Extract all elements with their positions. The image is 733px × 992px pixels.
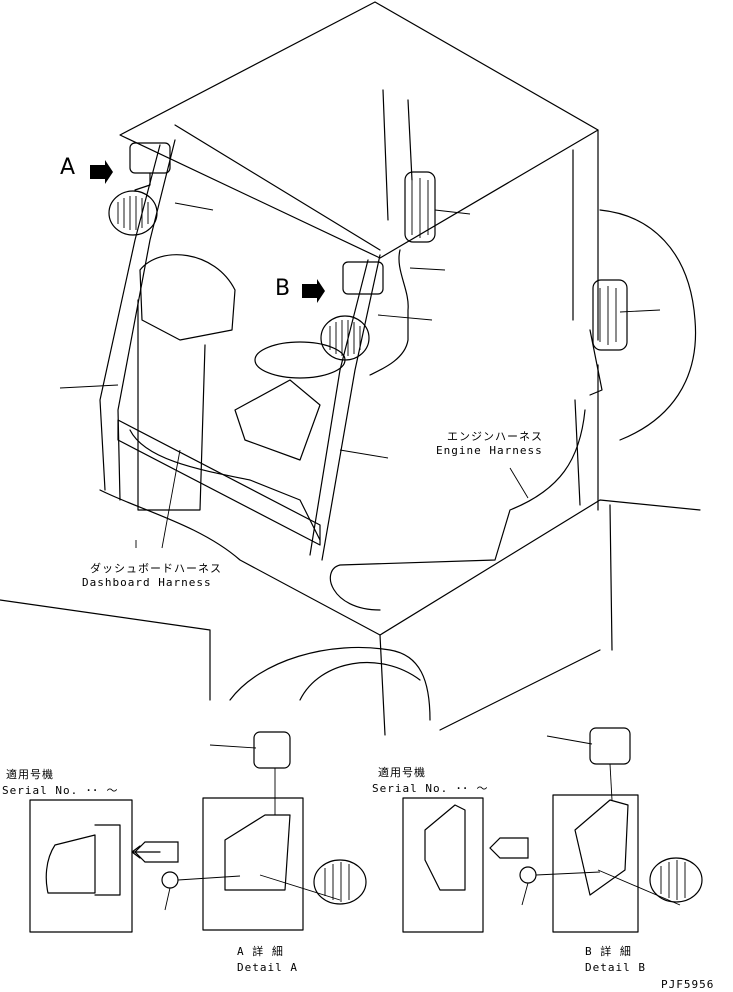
detail-b-label-jp: B 詳 細: [585, 945, 632, 958]
side-lamp-1: [404, 171, 436, 243]
engine-harness-line: [329, 409, 586, 611]
callout-a: A: [60, 155, 76, 180]
serial-label-b-jp: 適用号機: [378, 766, 426, 779]
arrow-b-icon: [302, 279, 325, 303]
dashboard-harness-line: [129, 429, 321, 541]
front-lamp-b: [320, 315, 370, 361]
dashboard-harness-label-jp: ダッシュボードハーネス: [90, 562, 222, 575]
detail-b-group: [402, 727, 703, 933]
leader-lines: [59, 202, 661, 549]
serial-label-b: Serial No. ･･ ～: [372, 782, 489, 795]
detail-a-group: [29, 731, 367, 933]
detail-a-label: Detail A: [237, 961, 298, 974]
drawing-number: PJF5956: [661, 978, 715, 991]
arrow-a-icon: [90, 160, 113, 184]
detail-a-label-jp: A 詳 細: [237, 945, 284, 958]
serial-label-a-jp: 適用号機: [6, 768, 54, 781]
serial-label-a: Serial No. ･･ ～: [2, 784, 119, 797]
cab-frame: [0, 1, 701, 736]
side-lamp-2: [592, 279, 628, 351]
rear-lamp-a: [129, 142, 171, 191]
rear-lamp-b: [342, 261, 384, 295]
front-lamp-a: [108, 190, 158, 236]
dashboard-harness-label: Dashboard Harness: [82, 576, 212, 589]
detail-b-label: Detail B: [585, 961, 646, 974]
engine-harness-label-jp: エンジンハーネス: [447, 430, 543, 443]
callout-b: B: [275, 276, 291, 301]
engine-harness-label: Engine Harness: [436, 444, 543, 457]
